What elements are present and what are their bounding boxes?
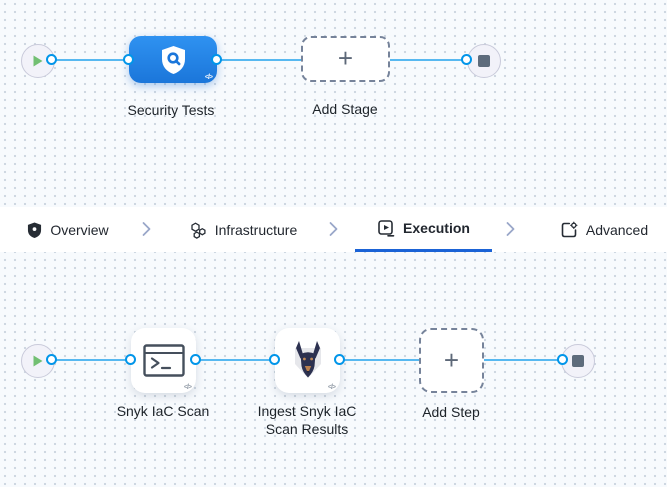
connector-line [340, 359, 419, 361]
chevron-right-icon [329, 221, 338, 237]
tab-advanced[interactable]: Advanced [548, 207, 660, 252]
add-stage-label: Add Stage [312, 101, 378, 117]
connector-line [390, 59, 468, 61]
code-badge-icon: </> [183, 384, 192, 391]
step-label: Snyk IaC Scan [116, 403, 210, 419]
chevron-right-icon [506, 221, 515, 237]
step-node-snyk-iac-scan[interactable]: </> [131, 328, 196, 393]
stage-config-tabbar: Overview Infrastructure [0, 207, 667, 252]
connector-port [46, 54, 57, 65]
stop-icon [478, 55, 490, 67]
stop-icon [572, 355, 584, 367]
security-shield-icon [161, 45, 185, 74]
code-badge-icon: </> [204, 74, 213, 81]
tab-execution[interactable]: Execution [355, 207, 492, 252]
connector-port [190, 354, 201, 365]
tab-overview[interactable]: Overview [18, 207, 118, 252]
step-node-ingest-snyk-results[interactable]: </> [275, 328, 340, 393]
pipeline-end-node [467, 44, 501, 78]
chevron-right-icon [142, 221, 151, 237]
connector-port [123, 54, 134, 65]
connector-port [557, 354, 568, 365]
stage-label: Security Tests [127, 102, 215, 118]
terminal-icon [142, 344, 185, 377]
add-stage-button[interactable]: + [301, 36, 390, 82]
tab-infrastructure[interactable]: Infrastructure [176, 207, 310, 252]
stage-node-security-tests[interactable]: </> [129, 36, 217, 83]
plus-icon: + [337, 43, 354, 73]
add-step-button[interactable]: + [419, 328, 484, 393]
connector-line [196, 359, 275, 361]
connector-port [211, 54, 222, 65]
snyk-doberman-icon [294, 340, 321, 378]
play-icon [33, 55, 43, 67]
connector-port [125, 354, 136, 365]
plus-icon: + [443, 344, 460, 375]
hexagons-icon [191, 221, 206, 239]
play-icon [33, 355, 43, 367]
connector-line [40, 359, 131, 361]
step-label: Ingest Snyk IaC Scan Results [257, 403, 357, 437]
tab-label: Execution [403, 220, 470, 236]
connector-port [461, 54, 472, 65]
steps-end-node [561, 344, 595, 378]
tab-label: Overview [50, 221, 109, 238]
add-step-label: Add Step [422, 404, 480, 420]
shield-icon [28, 222, 42, 238]
connector-line [484, 359, 563, 361]
tab-label: Advanced [585, 221, 649, 238]
run-pipeline-icon [378, 220, 395, 237]
connector-port [46, 354, 57, 365]
code-badge-icon: </> [327, 384, 336, 391]
connector-port [334, 354, 345, 365]
connector-port [269, 354, 280, 365]
connector-line [217, 59, 301, 61]
box-gear-icon [561, 221, 578, 237]
connector-line [40, 59, 129, 61]
pipeline-start-node [21, 44, 55, 78]
tab-label: Infrastructure [214, 221, 298, 238]
